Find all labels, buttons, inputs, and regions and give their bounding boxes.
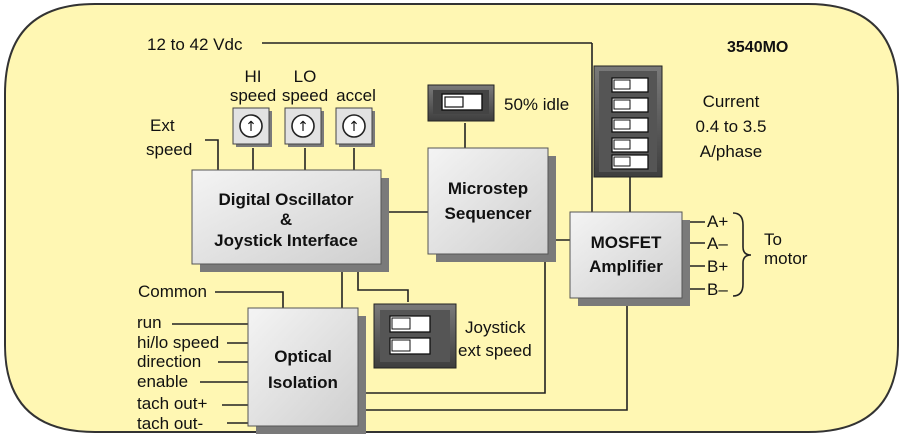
sequencer-title-line1: Microstep <box>448 179 528 198</box>
ext-speed-label-line1: Ext <box>150 116 175 135</box>
current-label-line3: A/phase <box>700 142 762 161</box>
output-a-plus: A+ <box>707 212 728 231</box>
hi-speed-pot: HI speed ↑ <box>230 67 276 147</box>
joystick-switch: Joystick ext speed <box>373 303 532 369</box>
amplifier-title-line2: Amplifier <box>589 257 663 276</box>
isolation-title-line2: Isolation <box>268 373 338 392</box>
lo-speed-pot: LO speed ↑ <box>282 67 328 147</box>
oscillator-title-line3: Joystick Interface <box>214 231 358 250</box>
dip-switch-icon <box>611 77 649 170</box>
input-run: run <box>137 313 162 332</box>
input-direction: direction <box>137 352 201 371</box>
oscillator-title-line2: & <box>280 210 292 229</box>
joystick-label-line1: Joystick <box>465 318 526 337</box>
input-tach-out-minus: tach out- <box>137 414 203 433</box>
arrow-up-icon: ↑ <box>297 119 309 135</box>
input-enable: enable <box>137 372 188 391</box>
model-label: 3540MO <box>727 39 788 56</box>
ext-speed-label-line2: speed <box>146 140 192 159</box>
supply-label: 12 to 42 Vdc <box>147 35 243 54</box>
current-label-line2: 0.4 to 3.5 <box>696 117 767 136</box>
output-b-plus: B+ <box>707 257 728 276</box>
amplifier-block: MOSFET Amplifier <box>569 211 690 306</box>
sequencer-title-line2: Sequencer <box>445 204 532 223</box>
oscillator-block: Digital Oscillator & Joystick Interface <box>191 169 389 272</box>
arrow-up-icon: ↑ <box>245 119 257 135</box>
knob-icon <box>239 114 263 138</box>
lo-speed-label-line1: LO <box>294 67 317 86</box>
input-hilo-speed: hi/lo speed <box>137 333 219 352</box>
oscillator-title-line1: Digital Oscillator <box>218 190 353 209</box>
hi-speed-label-line1: HI <box>245 67 262 86</box>
isolation-title-line1: Optical <box>274 347 332 366</box>
accel-pot: accel ↑ <box>335 86 376 147</box>
knob-icon <box>342 114 366 138</box>
output-b-minus: B– <box>707 280 728 299</box>
lo-speed-label-line2: speed <box>282 86 328 105</box>
amplifier-title-line1: MOSFET <box>591 233 662 252</box>
knob-icon <box>291 114 315 138</box>
wiring <box>172 42 752 424</box>
to-motor-line2: motor <box>764 249 808 268</box>
idle-label: 50% idle <box>504 95 569 114</box>
idle-switch: 50% idle <box>427 84 569 122</box>
current-switch: Current 0.4 to 3.5 A/phase <box>593 65 767 178</box>
arrow-up-icon: ↑ <box>348 119 360 135</box>
accel-label: accel <box>336 86 376 105</box>
input-tach-out-plus: tach out+ <box>137 394 207 413</box>
dip-switch-icon <box>389 315 431 355</box>
sequencer-block: Microstep Sequencer <box>427 147 556 262</box>
isolation-block: Optical Isolation <box>247 307 366 434</box>
joystick-label-line2: ext speed <box>458 341 532 360</box>
output-a-minus: A– <box>707 234 728 253</box>
to-motor-line1: To <box>764 230 782 249</box>
hi-speed-label-line2: speed <box>230 86 276 105</box>
current-label-line1: Current <box>703 92 760 111</box>
common-label: Common <box>138 282 207 301</box>
